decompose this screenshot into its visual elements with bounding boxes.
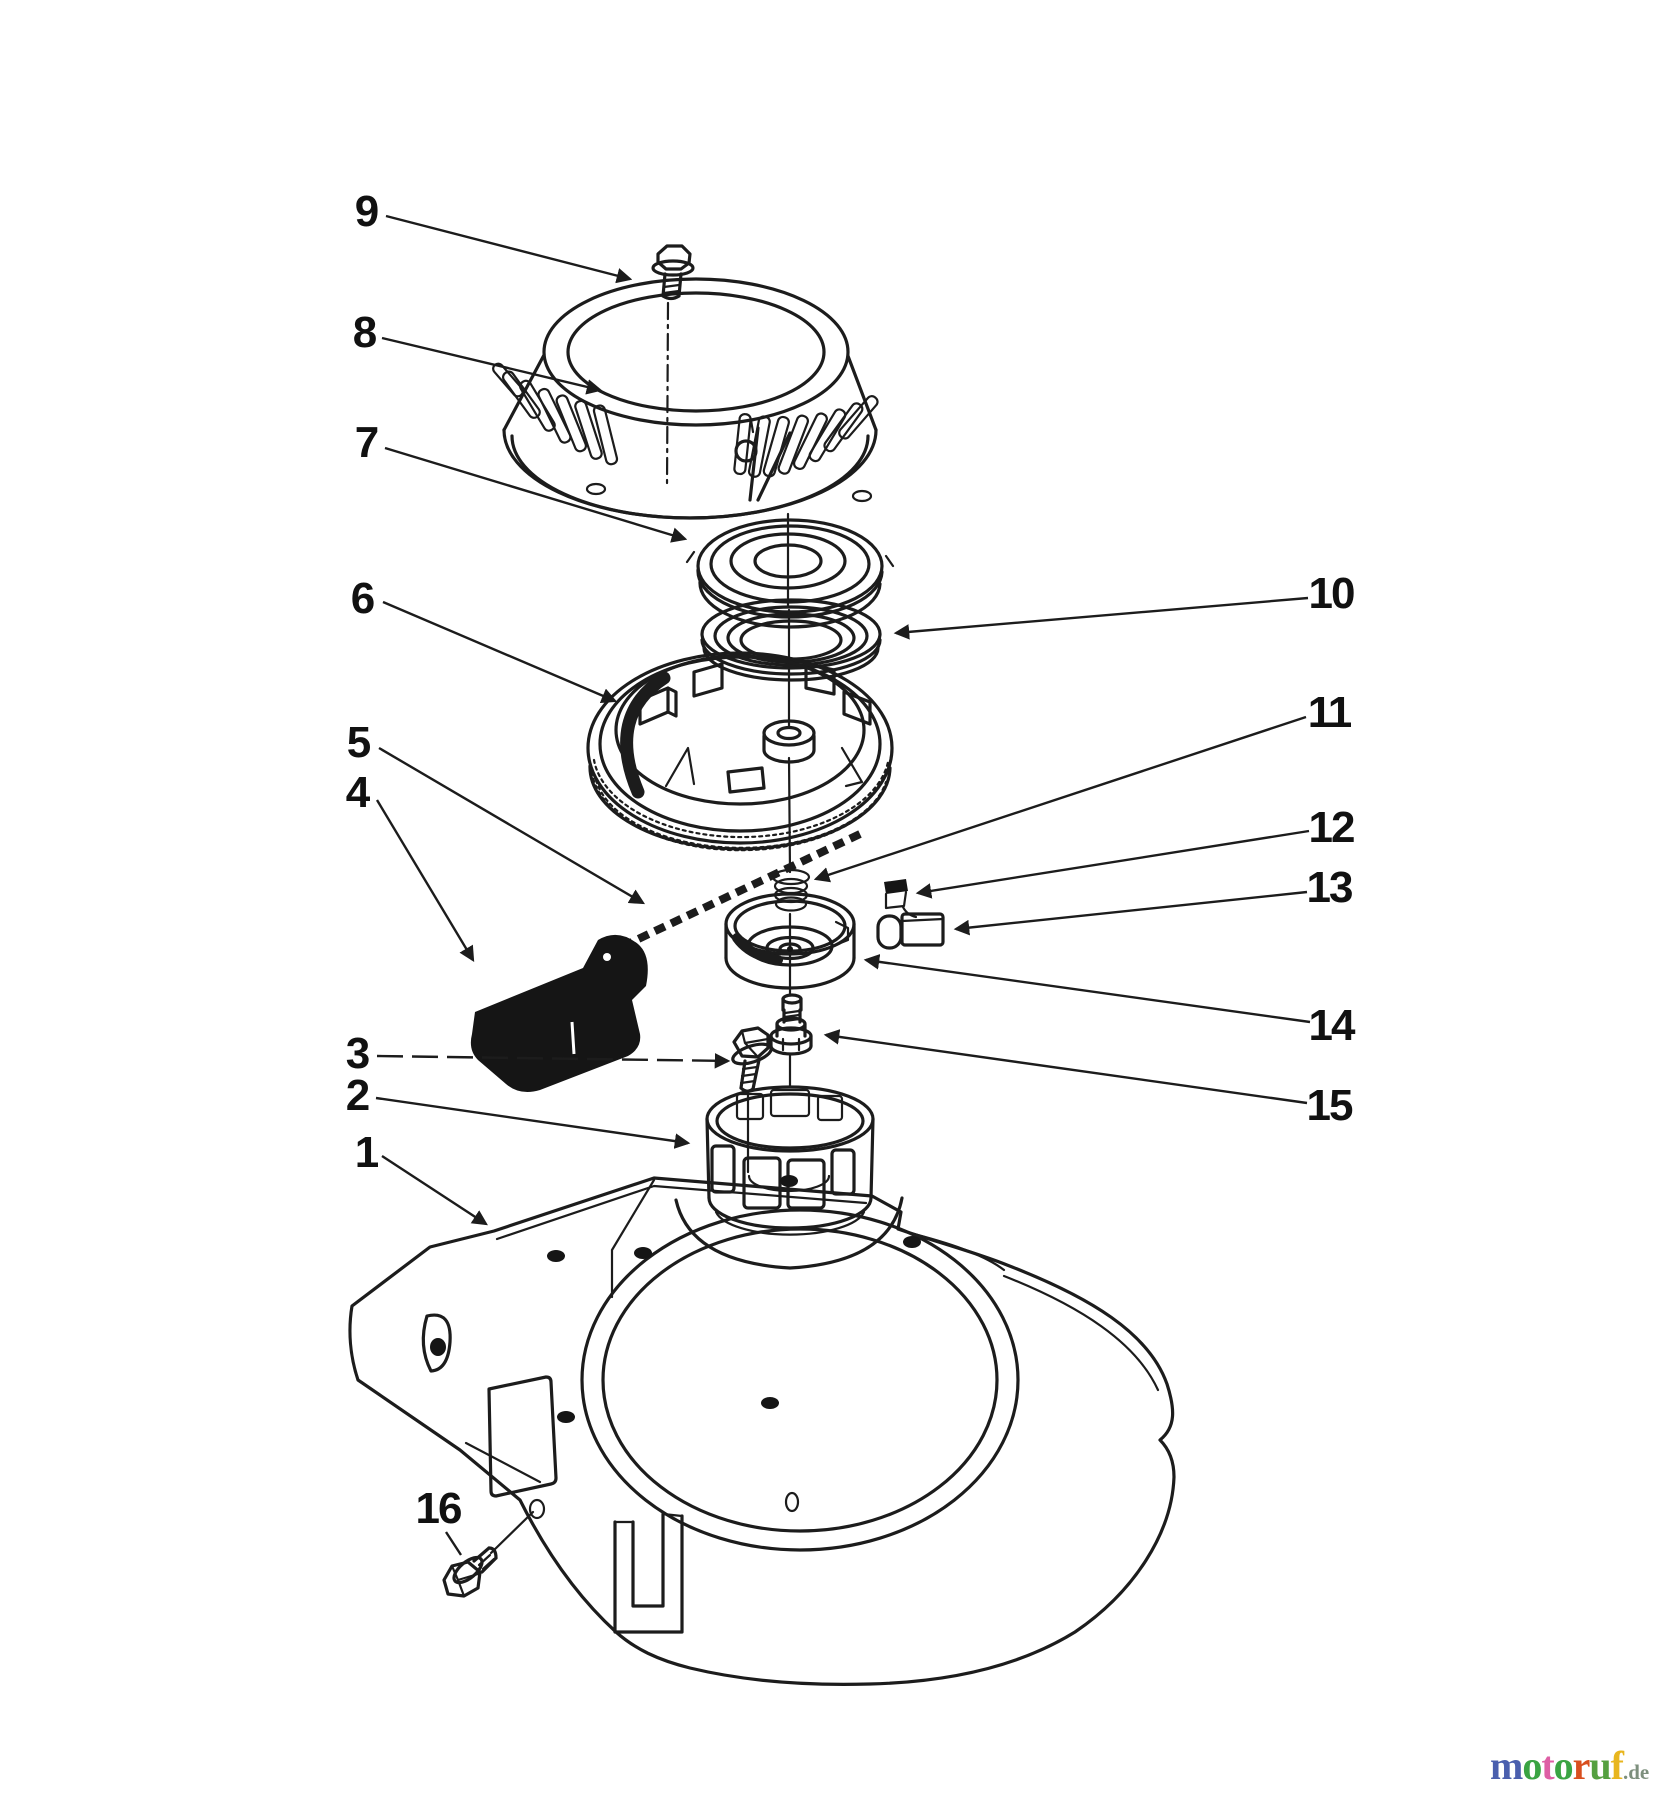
rope-guide-hole [528,1498,546,1520]
part-label-2: 2 [346,1071,369,1120]
part-label-1: 1 [355,1128,379,1177]
part-label-16: 16 [416,1484,461,1533]
housing-teardrop-vent [421,1313,452,1373]
part-label-12: 12 [1309,803,1354,852]
part-9-screw [651,244,695,301]
watermark-letter: o [1553,1743,1574,1788]
part-7-starter-pulley [685,518,895,629]
part-4-starter-handle [470,934,648,1092]
part-6-starter-ring [586,651,894,852]
part-15-retainer-bolt [769,993,813,1056]
part-label-14: 14 [1309,1001,1356,1050]
watermark-letter: r [1572,1743,1591,1788]
part-label-11: 11 [1308,688,1352,737]
watermark-letter: t [1541,1743,1554,1788]
part-label-13: 13 [1307,863,1352,912]
part-13-pawl [876,912,945,950]
part-3-screw [731,1026,773,1093]
part-label-5: 5 [347,718,371,767]
watermark-letter: u [1589,1743,1611,1788]
part-label-15: 15 [1307,1081,1353,1130]
part-label-7: 7 [355,418,378,467]
housing-bolt-holes [547,1236,921,1423]
part-2-starter-cage [705,1085,875,1236]
watermark-letter: o [1522,1743,1542,1788]
part-label-4: 4 [346,768,371,817]
watermark-letter: m [1490,1743,1523,1788]
cover-louvers-right [733,395,879,478]
part-14-clutch-cup [724,892,856,990]
part-label-9: 9 [355,187,378,236]
watermark-letter: f [1610,1743,1624,1788]
watermark-suffix: .de [1623,1760,1650,1784]
cover-louvers-left [492,362,619,466]
part-12-pawl-clip [884,879,918,919]
housing-bracket [613,1512,684,1634]
part-5-starter-rope [611,830,862,955]
housing-label-plate [487,1375,558,1498]
part-8-recoil-cover [492,277,879,520]
part-label-10: 10 [1309,569,1354,618]
part-labels: 9 8 7 6 5 4 3 2 1 16 10 11 12 13 14 15 [346,187,1358,1533]
part-16-screw [442,1510,535,1598]
part-label-6: 6 [351,574,374,623]
part-1-blower-housing [348,1176,1176,1686]
part-label-3: 3 [346,1029,369,1078]
part-label-8: 8 [353,308,377,357]
watermark-logo: motoruf.de [1490,1746,1649,1786]
leader-lines [375,214,1311,1556]
